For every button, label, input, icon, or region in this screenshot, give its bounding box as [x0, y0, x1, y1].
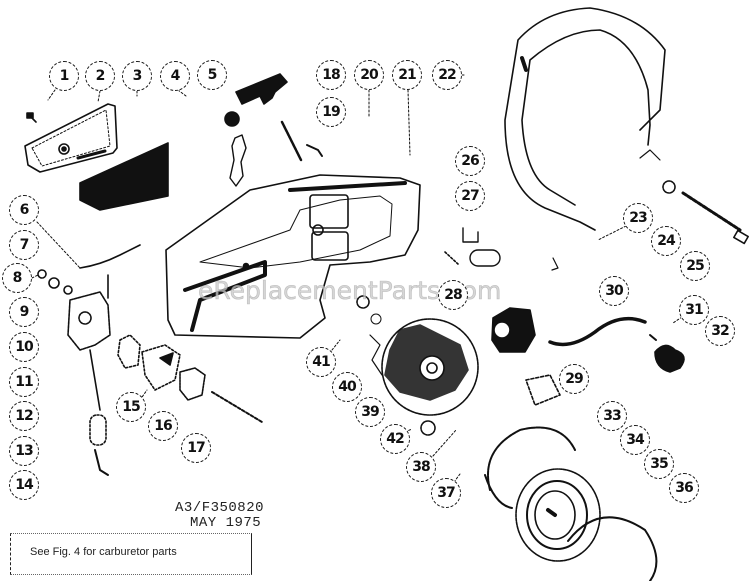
callout-25[interactable]: 25 — [680, 251, 710, 281]
spark-plug-wire — [548, 316, 647, 347]
callout-3[interactable]: 3 — [122, 61, 152, 91]
callout-35[interactable]: 35 — [644, 449, 674, 479]
callout-36[interactable]: 36 — [669, 473, 699, 503]
callout-10[interactable]: 10 — [9, 332, 39, 362]
carburetor-assembly — [37, 244, 141, 476]
callout-18[interactable]: 18 — [316, 60, 346, 90]
callout-34[interactable]: 34 — [620, 425, 650, 455]
handlebar-part-23 — [504, 7, 749, 245]
callout-9[interactable]: 9 — [9, 297, 39, 327]
callout-2[interactable]: 2 — [85, 61, 115, 91]
callout-8[interactable]: 8 — [2, 263, 32, 293]
callout-14[interactable]: 14 — [9, 470, 39, 500]
diagram-date: MAY 1975 — [190, 515, 262, 531]
knob-part-5 — [224, 111, 240, 127]
gasket-part-15 — [117, 334, 141, 369]
callout-21[interactable]: 21 — [392, 60, 422, 90]
callout-11[interactable]: 11 — [9, 367, 39, 397]
callout-15[interactable]: 15 — [116, 392, 146, 422]
callout-32[interactable]: 32 — [705, 316, 735, 346]
callout-40[interactable]: 40 — [332, 372, 362, 402]
carburetor-note: See Fig. 4 for carburetor parts — [30, 546, 177, 558]
spark-plug-boot — [654, 344, 685, 373]
callout-33[interactable]: 33 — [597, 401, 627, 431]
callout-16[interactable]: 16 — [148, 411, 178, 441]
filter-element-part-3 — [79, 142, 169, 211]
ignition-coil — [491, 307, 561, 406]
callout-22[interactable]: 22 — [432, 60, 462, 90]
starter-handle-part-18 — [235, 73, 288, 105]
plate-part-16 — [141, 344, 181, 391]
bushing-part-27 — [469, 249, 501, 267]
callout-12[interactable]: 12 — [9, 401, 39, 431]
screw-part-1 — [26, 112, 37, 123]
callout-27[interactable]: 27 — [455, 181, 485, 211]
callout-4[interactable]: 4 — [160, 61, 190, 91]
note-box — [10, 533, 252, 575]
starter-assembly — [484, 426, 658, 581]
callout-28[interactable]: 28 — [438, 280, 468, 310]
main-housing — [165, 174, 421, 339]
callout-39[interactable]: 39 — [355, 397, 385, 427]
bracket-part-17 — [179, 367, 206, 401]
callout-42[interactable]: 42 — [380, 424, 410, 454]
callout-37[interactable]: 37 — [431, 478, 461, 508]
callout-23[interactable]: 23 — [623, 203, 653, 233]
throttle-trigger — [229, 134, 247, 187]
callout-41[interactable]: 41 — [306, 347, 336, 377]
callout-38[interactable]: 38 — [406, 452, 436, 482]
flywheel-part-41 — [369, 318, 479, 416]
nut-part-42 — [420, 420, 436, 436]
callout-19[interactable]: 19 — [316, 97, 346, 127]
callout-26[interactable]: 26 — [455, 146, 485, 176]
callout-30[interactable]: 30 — [599, 276, 629, 306]
clip-part-26 — [462, 227, 479, 243]
filter-cover-part-2 — [24, 103, 118, 173]
reference-code: A3/F350820 — [175, 500, 265, 516]
callout-17[interactable]: 17 — [181, 433, 211, 463]
callout-1[interactable]: 1 — [49, 61, 79, 91]
callout-31[interactable]: 31 — [679, 295, 709, 325]
callout-7[interactable]: 7 — [9, 230, 39, 260]
callout-13[interactable]: 13 — [9, 436, 39, 466]
callout-6[interactable]: 6 — [9, 195, 39, 225]
callout-29[interactable]: 29 — [559, 364, 589, 394]
callout-5[interactable]: 5 — [197, 60, 227, 90]
callout-20[interactable]: 20 — [354, 60, 384, 90]
callout-24[interactable]: 24 — [651, 226, 681, 256]
